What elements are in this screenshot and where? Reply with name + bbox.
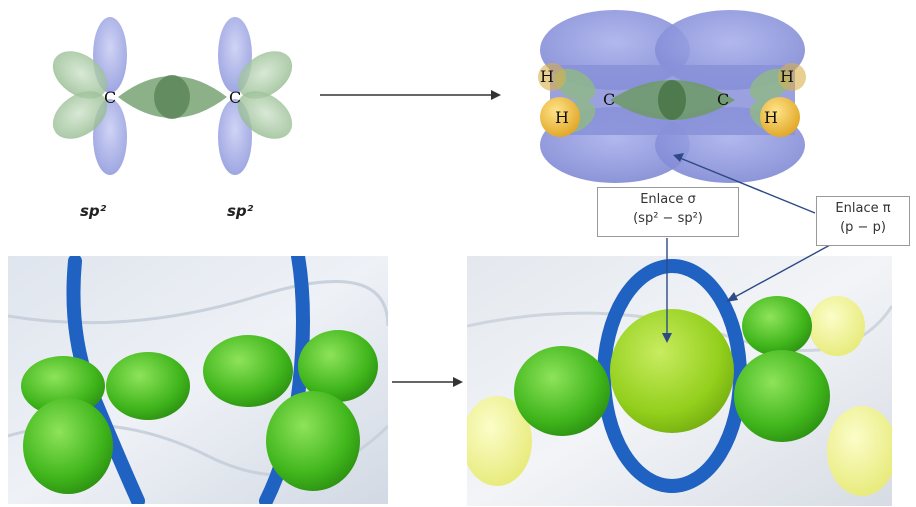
pi-bond-title: Enlace π xyxy=(817,199,909,218)
sigma-bond-label-box: Enlace σ (sp² − sp²) xyxy=(597,187,739,237)
pi-bond-label-box: Enlace π (p − p) xyxy=(816,196,910,246)
sigma-bond-title: Enlace σ xyxy=(598,190,738,209)
sigma-bond-subtitle: (sp² − sp²) xyxy=(598,209,738,228)
pi-bond-subtitle: (p − p) xyxy=(817,218,909,237)
